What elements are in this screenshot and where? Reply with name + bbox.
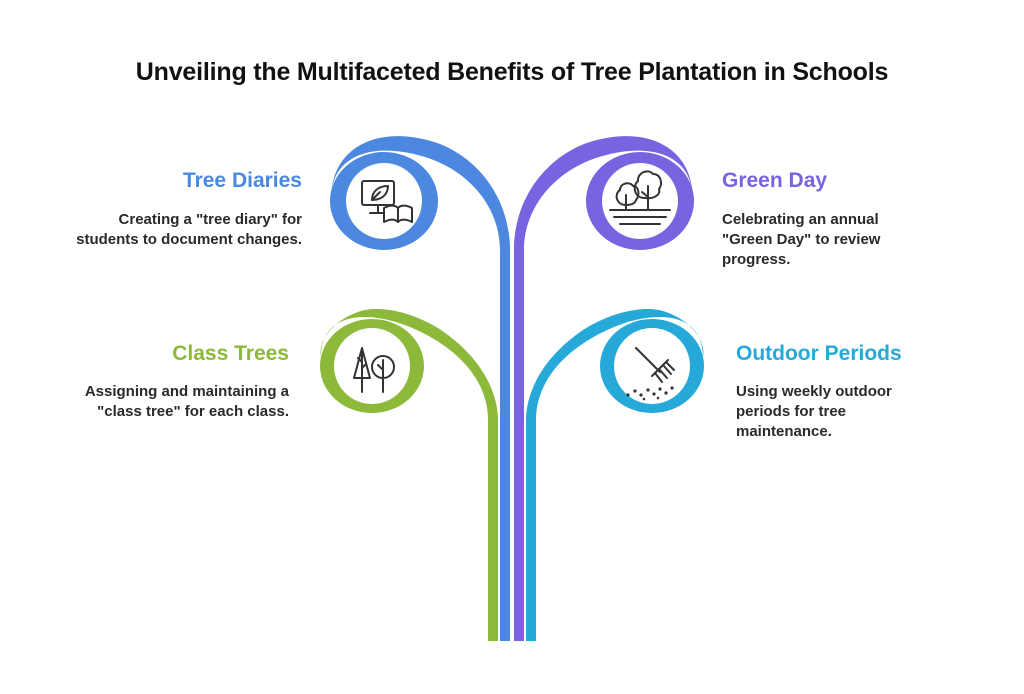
outdoor-periods-description: Using weekly outdoor periods for tree ma…	[736, 383, 892, 440]
green-day-description: Celebrating an annual "Green Day" to rev…	[722, 211, 881, 268]
tree-diaries-icon-disc	[346, 163, 422, 239]
tree-diaries-heading: Tree Diaries	[182, 169, 302, 192]
class-trees-description: Assigning and maintaining a "class tree"…	[84, 383, 289, 420]
trees-landscape-icon	[609, 170, 671, 225]
class-trees-heading: Class Trees	[172, 342, 289, 365]
tree-diary-icon	[361, 180, 413, 223]
tree-diaries-description: Creating a "tree diary" for students to …	[76, 211, 302, 248]
rake-icon	[635, 347, 675, 383]
two-trees-icon	[353, 347, 395, 393]
green-day-icon-disc	[602, 163, 678, 239]
outdoor-periods-heading: Outdoor Periods	[736, 342, 902, 365]
soil-dots	[626, 386, 674, 401]
outdoor-periods-icon-disc	[614, 328, 690, 404]
green-day-heading: Green Day	[722, 169, 828, 192]
diagram-title: Unveiling the Multifaceted Benefits of T…	[135, 58, 889, 86]
